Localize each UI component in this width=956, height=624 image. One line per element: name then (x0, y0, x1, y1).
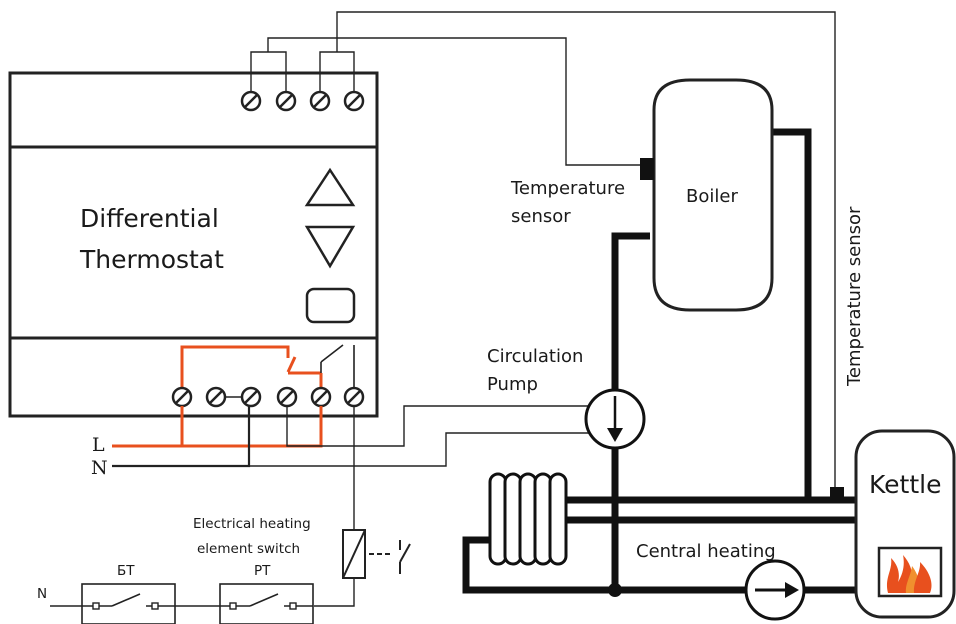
differential-thermostat: Differential Thermostat (8, 71, 379, 418)
kettle-sensor-wire (336, 11, 836, 487)
terminal-screw-icon (310, 386, 332, 408)
thermostat-title-line2: Thermostat (79, 245, 224, 274)
switch-caption-line1: Electrical heating (193, 516, 311, 532)
live-bridge (180, 345, 290, 394)
pt-label: РТ (254, 563, 271, 579)
pump-wire-1 (286, 405, 595, 447)
boiler-body (652, 78, 774, 312)
thermostat-housing (8, 71, 379, 418)
thermostat-title-line1: Differential (80, 204, 219, 233)
top-terminal-block (240, 51, 365, 112)
boiler-supply-pipe (611, 232, 650, 590)
up-arrow-button-icon[interactable] (304, 167, 356, 207)
coil-return-wire (314, 578, 355, 607)
down-arrow-button-icon[interactable] (304, 225, 356, 269)
relay-contact-2 (320, 344, 344, 363)
kettle: Kettle (830, 429, 956, 619)
circulation-pump-label-line2: Pump (487, 374, 538, 395)
bt-thermostat-switch (81, 583, 176, 624)
pipework (462, 128, 860, 597)
temp-sensor-label-line2: sensor (511, 206, 571, 227)
fire-icon (886, 555, 932, 593)
bt-label: БТ (117, 563, 135, 579)
central-heating-label: Central heating (636, 541, 776, 562)
terminal-screw-icon (205, 386, 227, 408)
boiler-tank: Boiler (640, 78, 774, 312)
pump-wire-2 (249, 432, 595, 467)
boiler-label: Boiler (686, 186, 738, 207)
circulation-pump-label-line1: Circulation (487, 346, 583, 367)
terminal-screw-icon (275, 90, 297, 112)
set-button-icon[interactable] (305, 287, 356, 324)
pump-icon (584, 388, 646, 450)
neutral-label: N (91, 457, 108, 479)
terminal-screw-icon (276, 386, 298, 408)
terminal-screw-icon (240, 90, 262, 112)
terminal-screw-icon (171, 386, 193, 408)
central-heating-pump-icon (744, 559, 806, 621)
kettle-label: Kettle (869, 470, 941, 499)
neutral-bottom-label: N (37, 586, 47, 602)
bottom-terminal-block (171, 344, 365, 408)
radiator-icon (488, 472, 568, 566)
terminal-screw-icon (240, 386, 262, 408)
temp-sensor-vertical-label: Temperature sensor (844, 206, 865, 387)
boiler-return-pipe (770, 128, 812, 500)
pt-thermostat-switch (219, 583, 314, 624)
terminal-screw-icon (343, 90, 365, 112)
kettle-sensor-icon (830, 487, 844, 501)
lower-return-pipe (462, 536, 860, 594)
relay-contact-1 (286, 356, 297, 373)
boiler-sensor-icon (640, 158, 654, 180)
pipe-junction (608, 583, 622, 597)
terminal-screw-icon (309, 90, 331, 112)
switch-icon (369, 540, 411, 574)
temp-sensor-label-line1: Temperature (510, 178, 625, 199)
terminal-screw-icon (343, 386, 365, 408)
relay-coil-icon (342, 529, 366, 579)
boiler-sensor-wire (267, 37, 640, 166)
switch-caption-line2: element switch (197, 541, 300, 557)
phase-label: L (92, 434, 105, 456)
